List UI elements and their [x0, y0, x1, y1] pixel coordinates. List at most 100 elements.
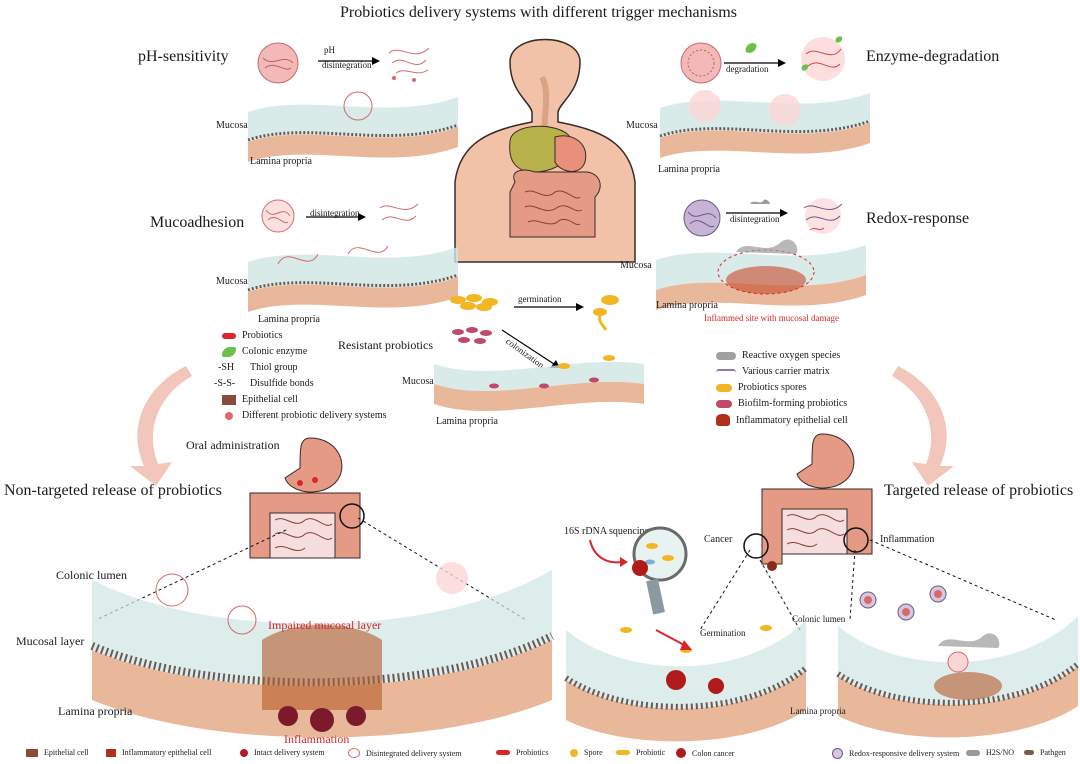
ros-legend-icon: [716, 351, 736, 360]
spore-cluster: [450, 294, 498, 311]
muco-mucosa-label: Mucosa: [216, 276, 248, 287]
ph-mucosa-strip: [247, 91, 459, 162]
biofilm-legend-icon: [716, 399, 732, 408]
redox-mucosa-label: Mucosa: [620, 260, 652, 271]
thiol-symbol: -SH: [218, 362, 235, 373]
legend-enzyme: Colonic enzyme: [222, 346, 307, 357]
left-curved-arrow: [130, 366, 192, 486]
enzyme-degraded: [801, 36, 845, 81]
germinated-probiotics: [593, 295, 619, 331]
redox-arrow: [726, 209, 788, 217]
legend-label: H2S/NO: [986, 748, 1015, 757]
redox-lamina-label: Lamina propria: [656, 300, 718, 311]
muco-heading: Mucoadhesion: [150, 214, 245, 231]
oral-admin-label: Oral administration: [186, 438, 280, 452]
colonic-lumen-label: Colonic lumen: [56, 568, 127, 582]
enzyme-lamina-label: Lamina propria: [658, 164, 720, 175]
enzyme-arrow: [724, 59, 786, 67]
ros-icon: [750, 199, 770, 204]
redox-arrow-label: disintegration: [730, 214, 780, 224]
intact-system-icon: [240, 748, 248, 757]
resistant-lamina-label: Lamina propria: [436, 416, 498, 427]
legend-label: Pathgen: [1040, 748, 1066, 757]
left-stomach-colon: [249, 437, 365, 559]
legend-disulfide: -S-S- Disulfide bonds: [214, 378, 314, 389]
enzyme-capsule: [680, 42, 722, 84]
lamina-propria-right-label: Lamina propria: [790, 706, 846, 716]
redox-mucosa-strip: [656, 239, 866, 310]
biofilm-cluster: [452, 327, 492, 344]
legend-inflam-cell: Inflammatory epithelial cell: [716, 414, 848, 426]
body-silhouette: [454, 38, 636, 263]
germination-right-label: Germination: [700, 628, 746, 638]
inflammation-label: Inflammation: [880, 534, 935, 545]
bl-intact: Intact delivery system: [240, 748, 325, 757]
muco-arrow: [306, 213, 366, 221]
legend-carrier: Various carrier matrix: [716, 366, 830, 377]
bl-h2s: H2S/NO: [966, 748, 1014, 757]
legend-label: Epithelial cell: [242, 394, 298, 405]
spore-icon: [570, 748, 578, 757]
legend-label: Disulfide bonds: [250, 378, 314, 389]
redox-disintegrated: [803, 198, 843, 234]
spore-legend-icon: [716, 383, 732, 392]
legend-delivery: Different probiotic delivery systems: [222, 410, 387, 421]
legend-label: Probiotics: [516, 748, 549, 757]
legend-label: Reactive oxygen species: [742, 350, 841, 361]
lamina-propria-label: Lamina propria: [58, 704, 133, 718]
inflammatory-cell-icon: [716, 414, 730, 426]
right-curved-arrow: [892, 366, 954, 486]
right-zoom-lines: [699, 539, 1057, 631]
enzyme-mucosa-label: Mucosa: [626, 120, 658, 131]
bl-pathogen: Pathgen: [1024, 748, 1066, 757]
enzyme-heading: Enzyme-degradation: [866, 48, 1000, 65]
bl-probiotic: Probiotic: [616, 748, 665, 757]
rdna-arrow: [589, 539, 628, 567]
bl-probiotics: Probiotics: [496, 748, 548, 757]
legend-label: Spore: [584, 748, 603, 757]
resistant-heading: Resistant probiotics: [338, 338, 433, 352]
right-tissue-cancer: [564, 620, 808, 742]
inflammation-red-label: Inflammation: [284, 732, 350, 746]
legend-label: Probiotic: [636, 748, 666, 757]
pathogen-icon: [1024, 750, 1034, 755]
magnifier-icon: [632, 526, 688, 615]
probiotic-icon: [616, 750, 630, 755]
legend-ros: Reactive oxygen species: [716, 350, 840, 361]
left-tissue-section: [90, 562, 554, 738]
bl-spore: Spore: [570, 748, 603, 757]
right-tissue-inflam: [836, 616, 1080, 738]
legend-label: Probiotics spores: [738, 382, 807, 393]
bl-redox: Redox-responsive delivery system: [832, 748, 959, 759]
legend-label: Colon cancer: [692, 748, 735, 758]
rdna-label: 16S rDNA squencing: [564, 526, 650, 537]
legend-biofilm: Biofilm-forming probiotics: [716, 398, 847, 409]
legend-thiol: -SH Thiol group: [218, 362, 298, 373]
delivery-system-icon: [225, 411, 233, 420]
legend-label: Inflammatory epithelial cell: [736, 414, 848, 426]
ph-disintegrated: [388, 47, 430, 82]
colonic-lumen-right-label: Colonic lumen: [792, 614, 846, 624]
enzyme-icon: [745, 43, 757, 53]
germination-arrow: [514, 303, 584, 311]
resistant-mucosa-label: Mucosa: [402, 376, 434, 387]
legend-label: Redox-responsive delivery system: [849, 749, 960, 758]
bl-cancer: Colon cancer: [676, 748, 734, 758]
ph-capsule: [257, 42, 299, 84]
legend-epithelial: Epithelial cell: [222, 394, 298, 405]
resistant-mucosa-strip: [434, 355, 644, 412]
disintegrated-system-icon: [348, 748, 360, 758]
muco-lamina-label: Lamina propria: [258, 314, 320, 325]
redox-capsule-row: [859, 585, 947, 621]
bl-epithelial: Epithelial cell: [26, 748, 89, 757]
gas-icon: [966, 749, 980, 756]
ph-heading: pH-sensitivity: [138, 48, 229, 65]
cancer-label: Cancer: [704, 534, 733, 545]
germination-label: germination: [518, 294, 562, 304]
enzyme-arrow-label: degradation: [726, 64, 769, 74]
targeted-heading: Targeted release of probiotics: [884, 482, 1074, 499]
ph-lamina-label: Lamina propria: [250, 156, 312, 167]
inflammatory-cell-icon: [106, 748, 116, 757]
legend-label: Different probiotic delivery systems: [242, 410, 387, 421]
enzyme-mucosa-strip: [659, 90, 871, 158]
